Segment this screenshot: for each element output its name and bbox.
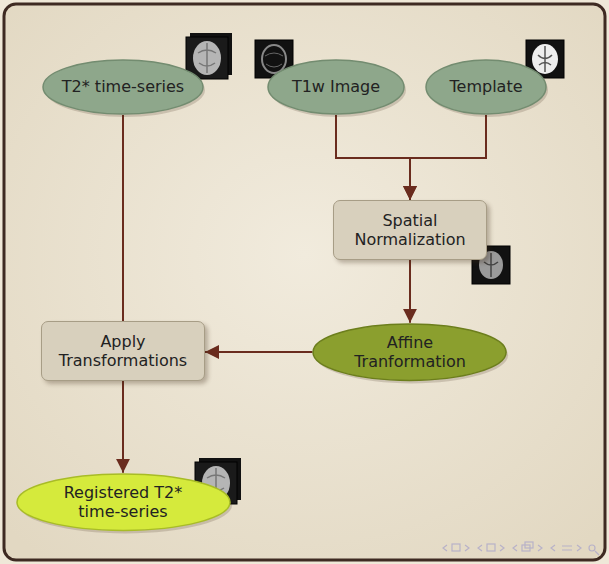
ellipse-node: Registered T2* time-series <box>16 473 231 531</box>
frame <box>4 4 605 560</box>
connector-arrow <box>410 115 486 200</box>
connector-arrow <box>122 115 124 321</box>
ellipse-node: T2* time-series <box>42 59 204 115</box>
ellipse-node: T1w Image <box>267 59 405 115</box>
node-label: Affine Tranformation <box>342 333 477 371</box>
process-box: Spatial Normalization <box>333 200 487 260</box>
connector-arrow <box>336 115 410 200</box>
connector-arrow <box>122 381 124 473</box>
ellipse-node: Affine Tranformation <box>312 323 507 381</box>
ellipse-node: Template <box>425 59 547 115</box>
process-box: Apply Transformations <box>41 321 205 381</box>
navigation-symbols <box>443 542 599 555</box>
node-label: T2* time-series <box>62 77 184 96</box>
node-label: Registered T2* time-series <box>48 483 198 521</box>
node-label: T1w Image <box>292 77 380 96</box>
node-label: Apply Transformations <box>53 332 193 370</box>
connector-arrow <box>409 260 411 323</box>
node-label: Spatial Normalization <box>345 211 475 249</box>
node-label: Template <box>449 77 522 96</box>
connector-arrow <box>205 351 312 353</box>
brain-thumbnail <box>186 33 232 79</box>
